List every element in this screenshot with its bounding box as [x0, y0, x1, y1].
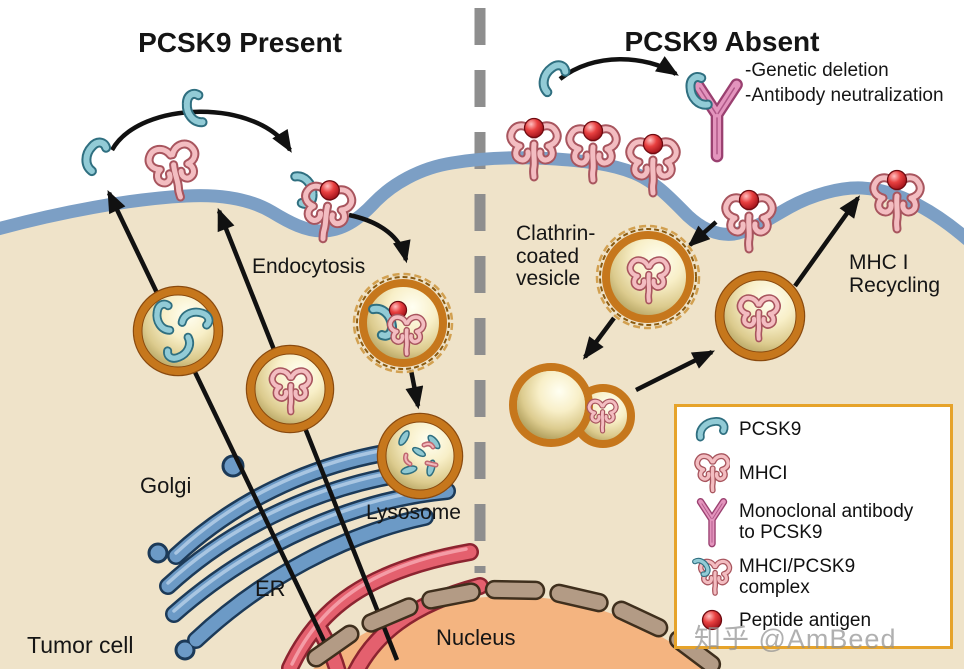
watermark: 知乎 @AmBeed	[694, 624, 897, 654]
mhc-recycling-label: MHC I Recycling	[849, 251, 941, 297]
genetic-deletion-label: -Genetic deletion	[745, 60, 889, 81]
pcsk9-molecule	[80, 140, 113, 172]
mhci-icon	[691, 451, 733, 495]
endocytosis-label: Endocytosis	[252, 255, 366, 278]
antibody-pcsk9	[688, 76, 737, 156]
er-label: ER	[255, 576, 286, 601]
monoclonal-antibody-icon	[691, 495, 733, 549]
clathrin-vesicle-left	[352, 272, 454, 374]
legend-label: MHCI	[739, 462, 788, 484]
legend-item-antigen: Peptide antigen	[691, 609, 929, 631]
mhci-pcsk9-complex-icon	[691, 553, 733, 601]
right-panel-title: PCSK9 Absent	[624, 26, 820, 57]
endosome	[509, 363, 635, 448]
legend-item-pcsk9: PCSK9	[691, 415, 929, 443]
legend-item-mhci: MHCI	[691, 451, 929, 495]
pathway-arrows	[106, 56, 860, 661]
antibody-neutralization-label: -Antibody neutralization	[745, 84, 944, 106]
pcsk9-molecule	[183, 92, 210, 123]
clathrin-vesicle-right	[595, 224, 701, 330]
nucleus-label: Nucleus	[436, 625, 516, 650]
vesicle-mhc	[245, 344, 335, 434]
legend-label: Monoclonal antibody to PCSK9	[739, 501, 914, 543]
tumor-cell-label: Tumor cell	[27, 632, 134, 658]
legend-item-complex: MHCI/PCSK9 complex	[691, 553, 929, 601]
degraded-fragments	[398, 430, 441, 477]
pcsk9-removal-methods: -Genetic deletion -Antibody neutralizati…	[745, 59, 944, 108]
lysosome-label: Lysosome	[366, 501, 461, 524]
golgi-label: Golgi	[140, 473, 192, 498]
left-panel-title: PCSK9 Present	[138, 27, 342, 58]
vesicle-pcsk9	[132, 285, 224, 377]
legend-label: Peptide antigen	[739, 609, 872, 631]
lysosome	[376, 412, 464, 500]
legend-label: PCSK9	[739, 418, 802, 440]
recycling-vesicle	[714, 270, 806, 362]
pcsk9-icon	[691, 415, 733, 443]
legend-label: MHCI/PCSK9 complex	[739, 556, 856, 598]
legend-item-antibody: Monoclonal antibody to PCSK9	[691, 495, 929, 549]
clathrin-vesicle-label: Clathrin- coated vesicle	[516, 222, 596, 291]
legend: PCSK9 MHCI Monoclonal antibody to PCSK9 …	[674, 404, 953, 649]
